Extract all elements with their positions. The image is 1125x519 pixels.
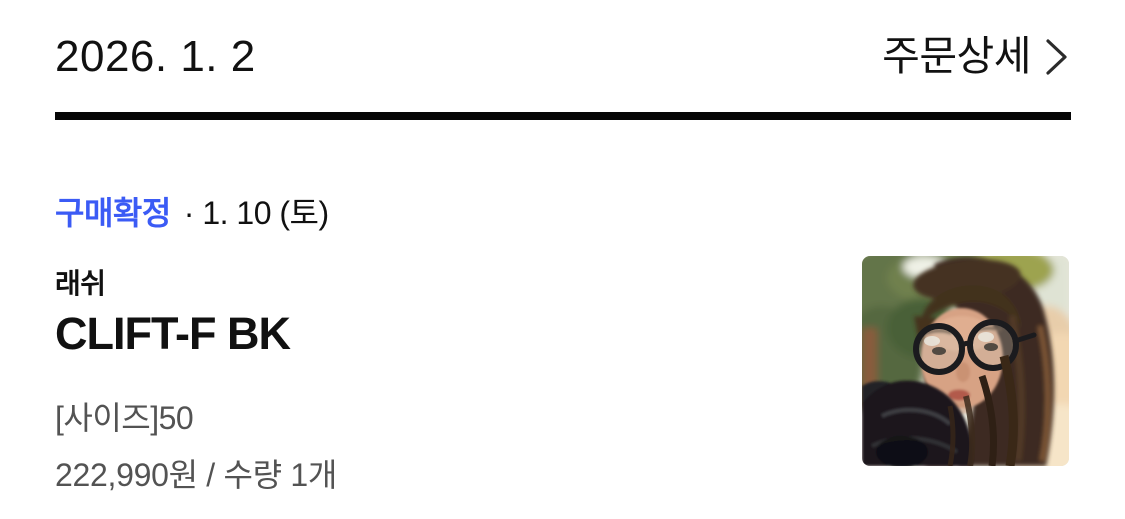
order-date: 2026. 1. 2 [55, 32, 256, 81]
section-divider [55, 112, 1071, 120]
product-name: CLIFT-F BK [55, 308, 291, 359]
product-thumbnail[interactable] [862, 256, 1069, 466]
price-quantity: 222,990원 / 수량 1개 [55, 457, 337, 493]
order-detail-link[interactable]: 주문상세 [882, 36, 1070, 77]
chevron-right-icon [1044, 37, 1070, 77]
status-date: · 1. 10 (토) [183, 195, 329, 231]
status-badge: 구매확정 [55, 195, 171, 231]
brand-name: 래쉬 [55, 268, 106, 299]
selfie-photo [862, 256, 1069, 466]
product-option: [사이즈]50 [55, 400, 194, 436]
order-status-line: 구매확정 · 1. 10 (토) [55, 195, 329, 231]
order-detail-label: 주문상세 [882, 33, 1031, 79]
